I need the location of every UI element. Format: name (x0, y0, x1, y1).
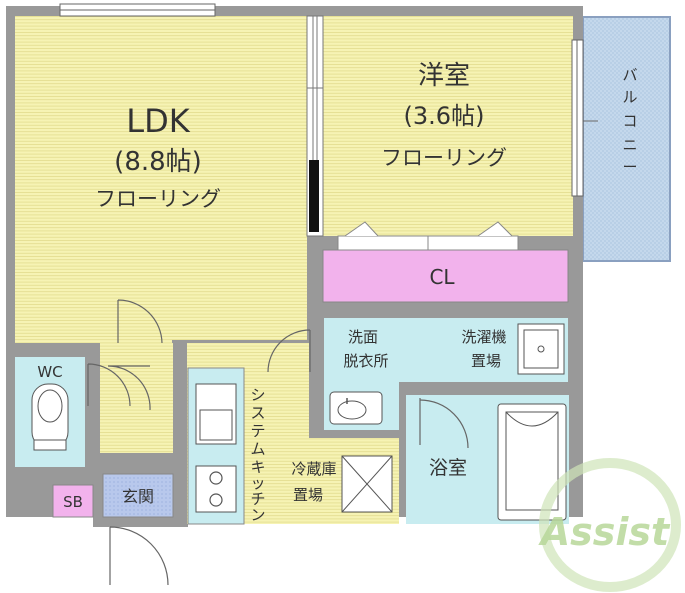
svg-text:テ: テ (250, 422, 265, 440)
wc (15, 357, 131, 467)
svg-text:ル: ル (622, 88, 637, 106)
western-room-name: 洋室 (418, 61, 470, 91)
ldk-floor-type: フローリング (95, 187, 221, 211)
svg-text:ニ: ニ (622, 136, 637, 154)
western-room-size: (3.6帖) (404, 102, 485, 130)
kitchen-counter (187, 367, 245, 525)
washer-space (517, 323, 565, 375)
assist-logo: Assist (538, 458, 681, 592)
shoe-box (52, 484, 94, 518)
sliding-partition (306, 15, 324, 237)
bathroom (406, 395, 569, 524)
closet-label: CL (429, 265, 455, 289)
fridge-label-2: 置場 (293, 486, 323, 504)
svg-text:キ: キ (250, 458, 265, 476)
hallway-floor (100, 343, 173, 453)
washroom-door (267, 329, 311, 373)
entrance-door (109, 526, 169, 586)
fridge-space (341, 455, 393, 513)
svg-text:ス: ス (250, 404, 265, 422)
logo-text: Assist (538, 510, 671, 554)
wc-label: WC (37, 363, 62, 381)
svg-text:ム: ム (250, 440, 265, 458)
western-room-floor-type: フローリング (381, 146, 507, 170)
washroom-label-1: 洗面 (348, 328, 378, 346)
kitchen-vertical-label: シ ス テ ム キ ッ チ ン (250, 386, 265, 524)
washroom-label-2: 脱衣所 (343, 352, 388, 370)
ldk-door (117, 299, 163, 344)
svg-text:ッ: ッ (250, 474, 265, 492)
svg-text:ー: ー (622, 158, 637, 176)
svg-text:チ: チ (250, 490, 265, 508)
entrance-label: 玄関 (122, 487, 154, 506)
laundry-label-2: 置場 (471, 352, 501, 370)
closet (322, 221, 569, 303)
fridge-label-1: 冷蔵庫 (291, 460, 336, 478)
bathroom-label: 浴室 (429, 457, 467, 479)
western-room-floor (323, 16, 573, 236)
sb-label: SB (63, 493, 83, 511)
svg-text:シ: シ (250, 386, 265, 404)
balcony-vertical-label: バ ル コ ニ ー (622, 66, 637, 176)
svg-text:ン: ン (250, 506, 265, 524)
entrance (102, 473, 174, 518)
laundry-label-1: 洗濯機 (461, 328, 506, 346)
ldk-floor (15, 16, 307, 343)
svg-text:コ: コ (622, 112, 637, 130)
ldk-name: LDK (126, 102, 190, 140)
svg-text:バ: バ (622, 66, 637, 84)
ldk-size: (8.8帖) (114, 147, 202, 177)
balcony (560, 16, 671, 262)
hall-door (107, 365, 151, 411)
